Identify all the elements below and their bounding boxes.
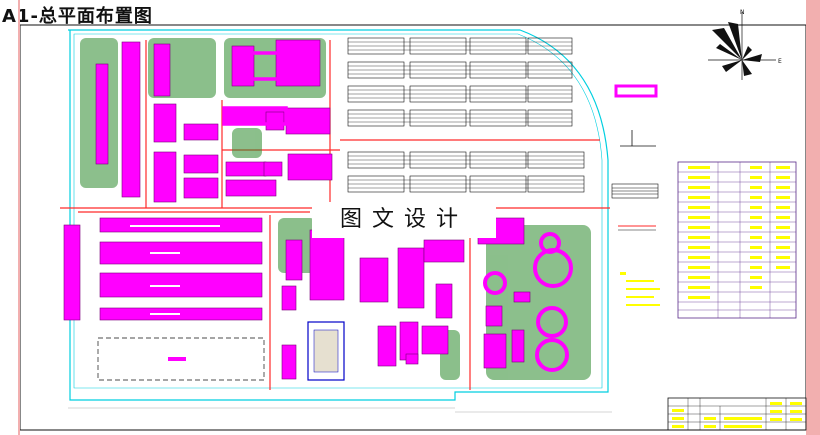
legend-notes	[620, 272, 660, 306]
statistics-table	[677, 161, 797, 319]
roads	[60, 40, 610, 390]
planned-area	[97, 337, 265, 381]
parking-rows	[347, 37, 585, 193]
title-block	[667, 397, 807, 431]
parking-stripes	[348, 41, 584, 189]
building-labels	[130, 225, 220, 315]
watermark-text: 图文设计	[312, 202, 496, 238]
right-margin-band	[806, 0, 820, 435]
legend-building	[614, 84, 658, 98]
legend-stripes	[611, 183, 659, 199]
buildings	[63, 39, 531, 380]
inner-boundary	[73, 33, 603, 389]
drawing-title: A1-总平面布置图	[2, 6, 153, 27]
left-margin-band	[18, 0, 20, 435]
hollow-blocks	[222, 51, 296, 126]
round-tanks	[483, 232, 573, 372]
compass-north-label: N	[740, 9, 745, 16]
compass-rose-icon	[708, 12, 776, 80]
compass-east-label: E	[778, 58, 782, 65]
pool-outline	[307, 321, 345, 381]
